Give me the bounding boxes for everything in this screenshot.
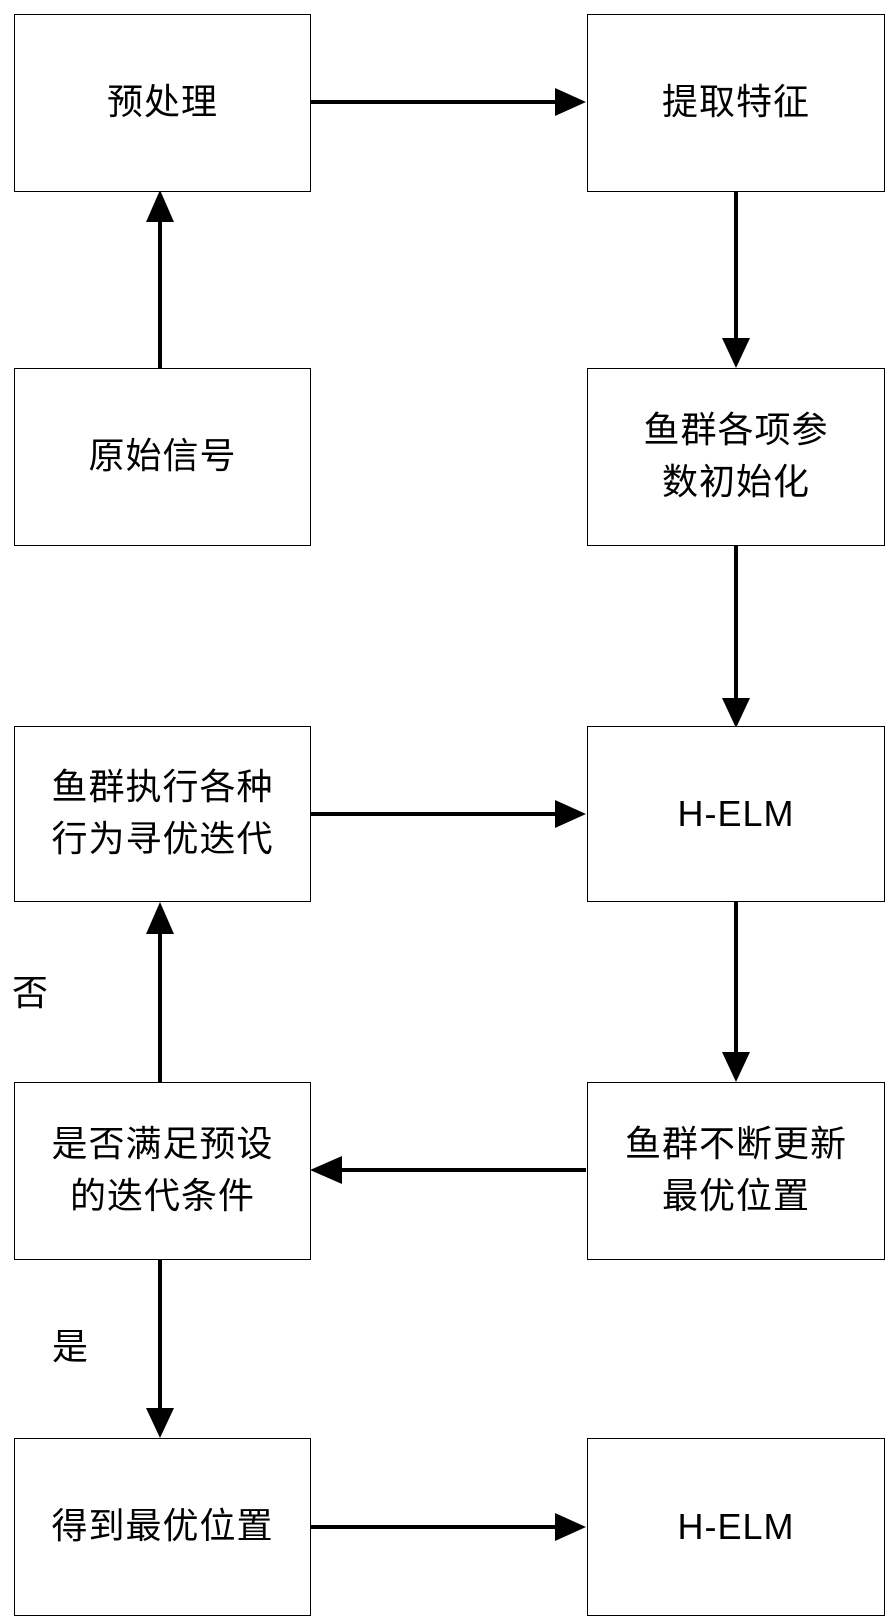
node-condition: 是否满足预设 的迭代条件 [14,1082,311,1260]
node-get-best-label: 得到最优位置 [51,1501,273,1553]
node-helm-top-label: H-ELM [677,788,794,840]
node-iterate: 鱼群执行各种 行为寻优迭代 [14,726,311,902]
arrowhead-best-to-helm [555,1513,586,1541]
arrowhead-condition-to-iterate [146,902,174,934]
arrowhead-update-to-condition [310,1156,342,1184]
arrowhead-iterate-to-helm [555,800,586,828]
arrowhead-extract-to-init [722,338,750,368]
node-init-params-label: 鱼群各项参 数初始化 [643,405,828,509]
node-get-best: 得到最优位置 [14,1438,311,1616]
node-extract-features: 提取特征 [587,14,885,192]
node-extract-features-label: 提取特征 [662,77,810,129]
node-helm-bottom: H-ELM [587,1438,885,1616]
node-update-best-label: 鱼群不断更新 最优位置 [625,1119,847,1223]
node-update-best: 鱼群不断更新 最优位置 [587,1082,885,1260]
node-raw-signal-label: 原始信号 [88,431,236,483]
node-init-params: 鱼群各项参 数初始化 [587,368,885,546]
node-raw-signal: 原始信号 [14,368,311,546]
node-iterate-label: 鱼群执行各种 行为寻优迭代 [51,762,273,866]
edge-label-no: 否 [12,976,48,1012]
arrowhead-raw-to-preprocess [146,190,174,222]
edge-label-yes: 是 [52,1330,88,1366]
node-condition-label: 是否满足预设 的迭代条件 [51,1119,273,1223]
arrowhead-init-to-helm [722,698,750,728]
arrowhead-condition-to-best [146,1408,174,1438]
node-preprocess-label: 预处理 [107,77,218,129]
arrowhead-helm-to-update [722,1052,750,1082]
node-helm-bottom-label: H-ELM [677,1501,794,1553]
node-helm-top: H-ELM [587,726,885,902]
arrowhead-preprocess-to-extract [555,88,586,116]
node-preprocess: 预处理 [14,14,311,192]
